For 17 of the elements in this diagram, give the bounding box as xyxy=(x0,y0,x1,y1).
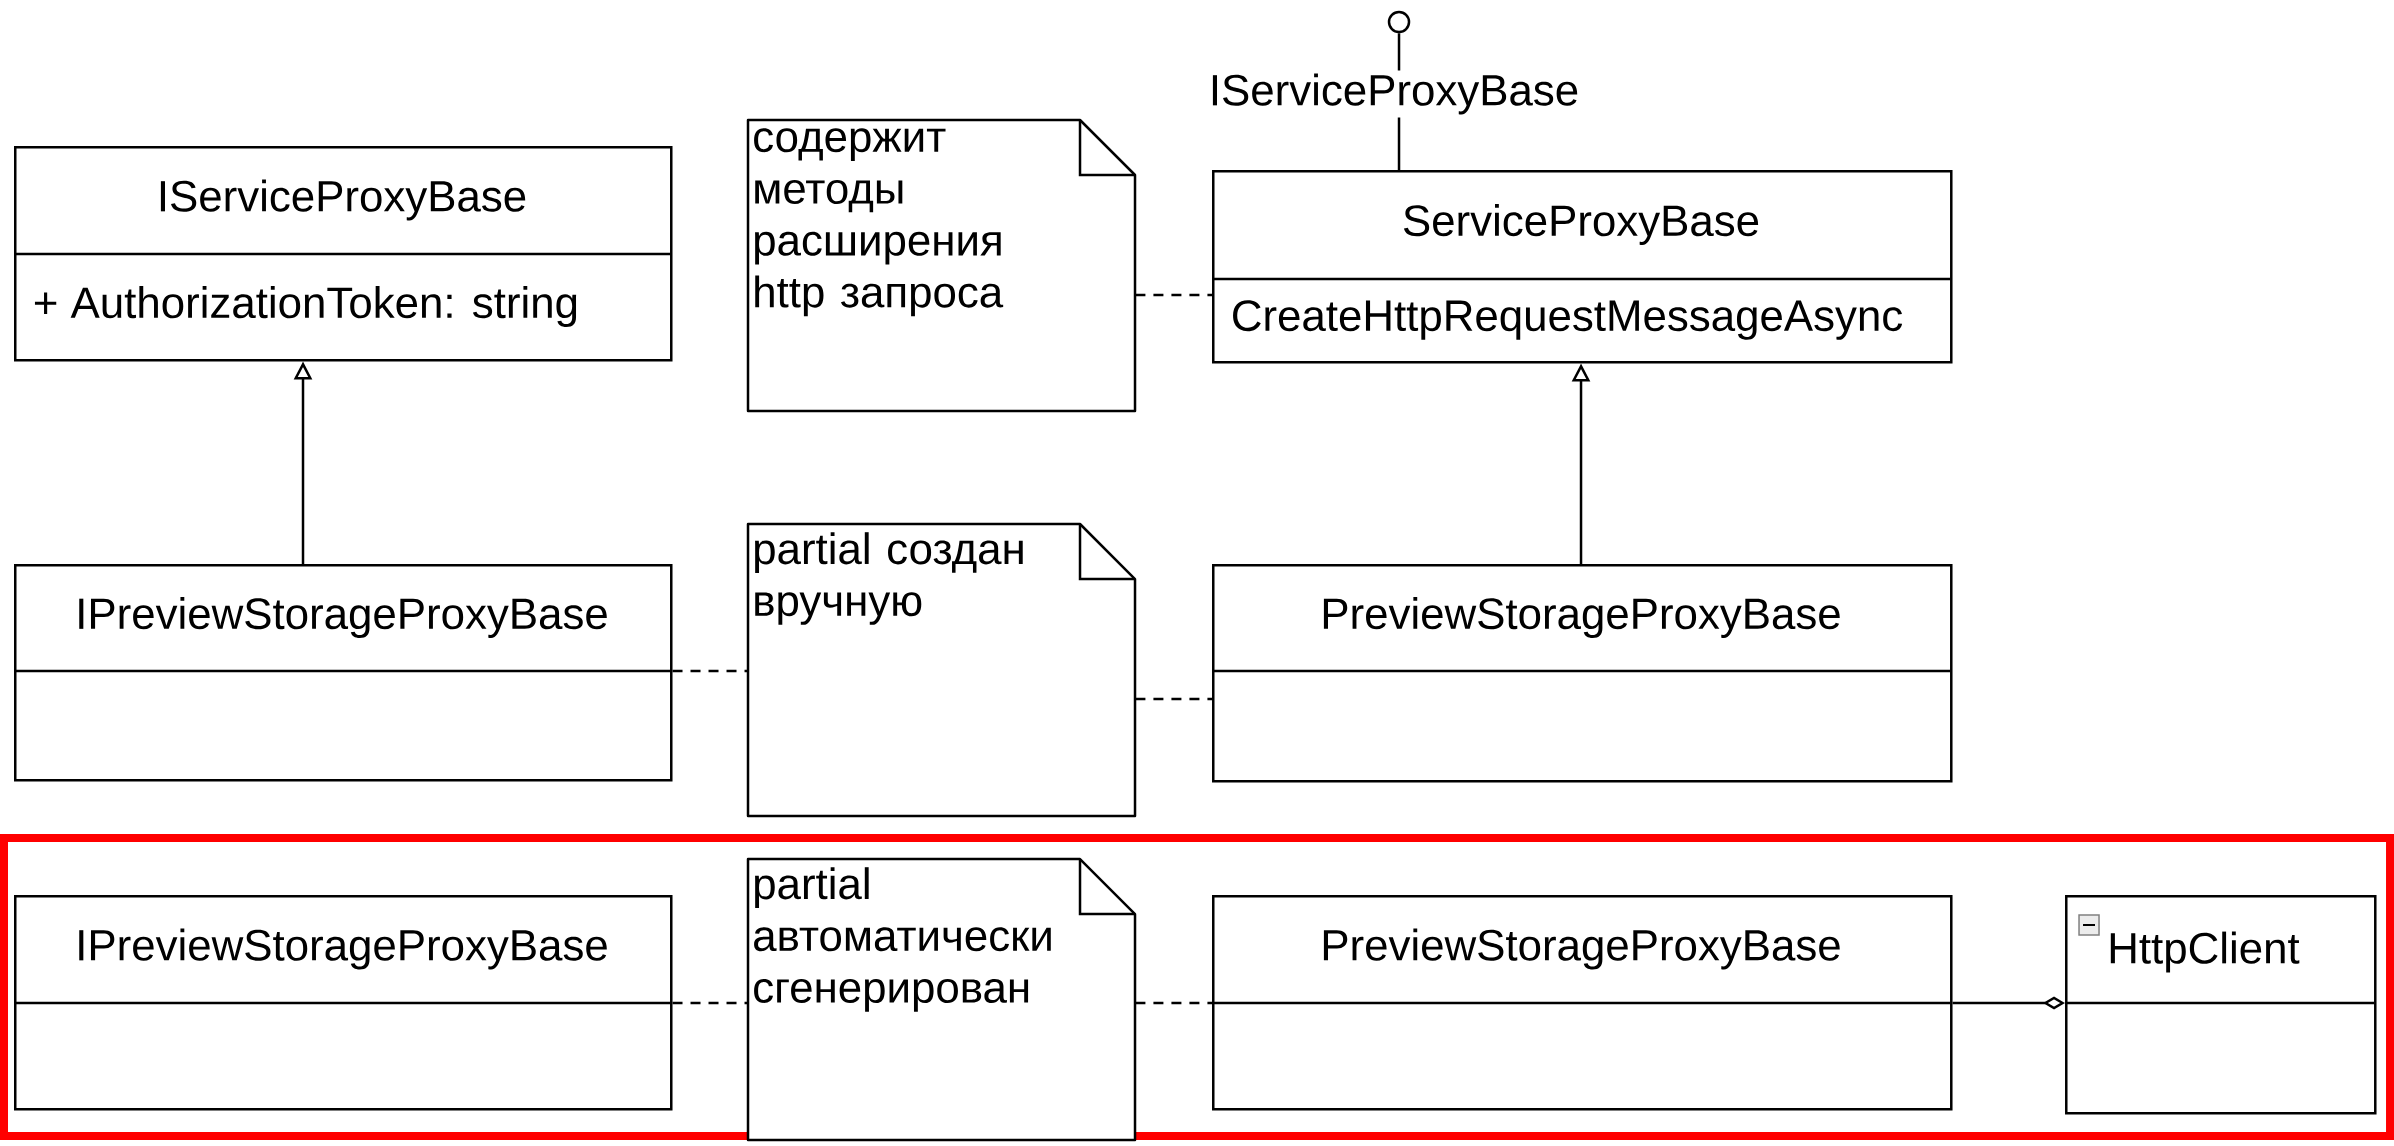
class-box: PreviewStorageProxyBase xyxy=(1212,895,1953,1111)
class-box: PreviewStorageProxyBase xyxy=(1212,564,1953,783)
interface-lollipop xyxy=(1387,10,1411,34)
connector-line xyxy=(672,1001,748,1005)
connector-line xyxy=(672,669,748,673)
class-box: IServiceProxyBase + AuthorizationToken: string xyxy=(14,146,673,362)
class-box: HttpClient xyxy=(2065,895,2377,1115)
interface-label: IServiceProxyBase xyxy=(1205,70,1583,118)
connector-line xyxy=(1135,293,1212,297)
class-box: ServiceProxyBase CreateHttpRequestMessageAsync xyxy=(1212,170,1953,364)
note-box: partial автоматически сгенерирован xyxy=(746,857,1137,1142)
connector-line xyxy=(1135,1001,1212,1005)
connector-line xyxy=(1135,697,1212,701)
class-box: IPreviewStorageProxyBase xyxy=(14,564,673,782)
note-box: содержит методы расширения http запроса xyxy=(746,118,1137,413)
class-box: IPreviewStorageProxyBase xyxy=(14,895,673,1111)
note-box: partial создан вручную xyxy=(746,522,1137,818)
